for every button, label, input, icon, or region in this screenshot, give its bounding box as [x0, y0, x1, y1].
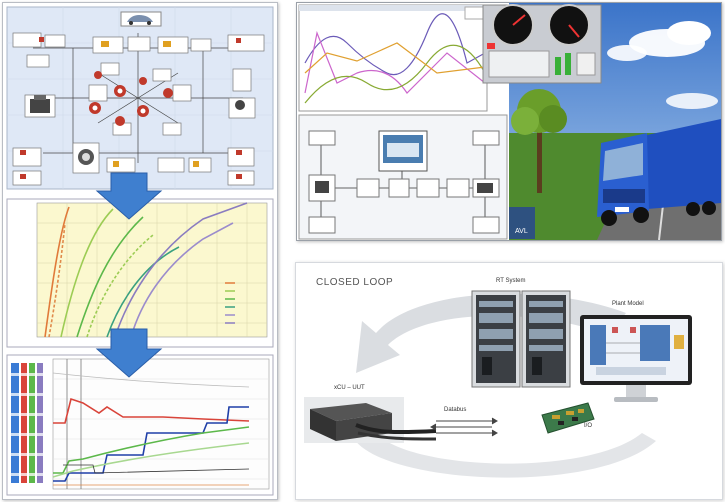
circuit-board-icon [541, 402, 595, 434]
monitor-icon [580, 315, 692, 402]
databus-arrows [430, 417, 498, 437]
gauge-panel [482, 4, 602, 84]
engine-icon [30, 95, 50, 113]
io-label: I/O [584, 423, 593, 429]
speedometer-icon [492, 4, 534, 46]
block-diagram [6, 6, 274, 190]
tree-icon [511, 89, 567, 193]
model-block-diagram [298, 114, 508, 240]
databus-label: Databus [444, 407, 467, 413]
flow-arrow-icon [95, 172, 163, 220]
truck-icon [597, 119, 721, 226]
signal-plot-window [298, 4, 488, 112]
server-rack-icon [471, 290, 571, 388]
results-chart [6, 354, 274, 496]
avl-logo-text: AVL [515, 228, 528, 235]
tachometer-icon [548, 4, 590, 46]
gauge-icon [78, 149, 94, 165]
simulation-panel: AVL [296, 2, 722, 241]
closed-loop-title: CLOSED LOOP [316, 277, 394, 288]
simulation-graphic: AVL [298, 3, 721, 240]
rt-system-label: RT System [496, 278, 526, 284]
closed-loop-panel: CLOSED LOOP RT System Plant Model xCU – … [295, 262, 723, 500]
ecu-label: xCU – UUT [334, 385, 365, 391]
workflow-graphic [6, 6, 274, 496]
ecu-box-icon [304, 397, 437, 443]
car-icon [120, 11, 162, 27]
closed-loop-graphic [304, 290, 692, 478]
plant-model-label: Plant Model [612, 301, 644, 307]
flow-arrow-icon [95, 328, 163, 378]
workflow-panel [2, 2, 278, 500]
characteristic-curves-chart [6, 198, 274, 348]
